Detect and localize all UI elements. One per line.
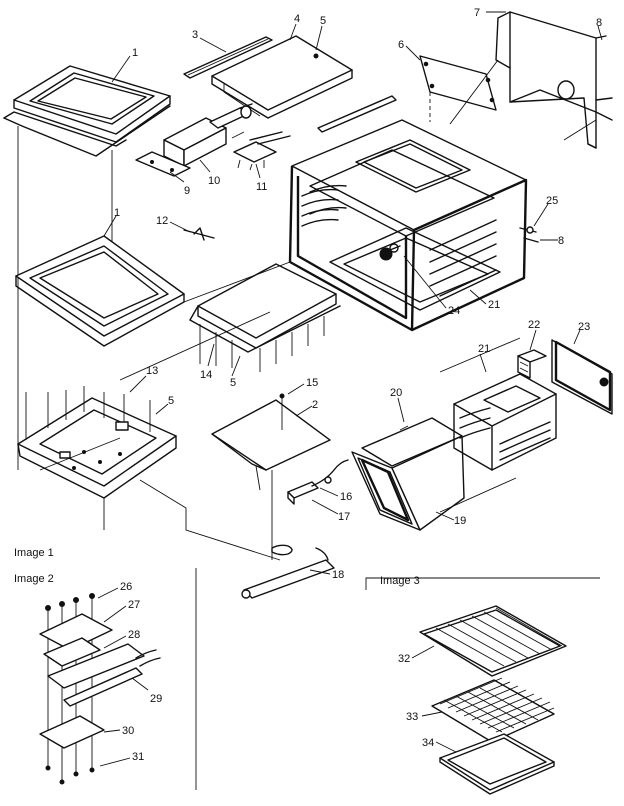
callout-32: 32 xyxy=(398,653,410,665)
trim-strip-3 xyxy=(183,36,273,79)
callout-25: 25 xyxy=(546,195,558,207)
top-cover-1 xyxy=(3,65,171,157)
callout-31: 31 xyxy=(132,751,144,763)
switch-11 xyxy=(233,131,291,171)
callout-7: 7 xyxy=(474,7,480,19)
callout-34: 34 xyxy=(422,737,434,749)
guide-line xyxy=(119,311,271,381)
trim-strip xyxy=(317,95,397,133)
cabinet-top-1 xyxy=(15,235,185,347)
callout-1b: 1 xyxy=(114,207,120,219)
clip-12 xyxy=(183,227,215,241)
callout-33: 33 xyxy=(406,711,418,723)
callout-16: 16 xyxy=(340,491,352,503)
rear-panel-23 xyxy=(551,339,613,415)
callout-5b: 5 xyxy=(230,377,236,389)
leader-lines xyxy=(97,11,603,767)
callout-3: 3 xyxy=(192,29,198,41)
callout-10: 10 xyxy=(208,175,220,187)
callout-24: 24 xyxy=(448,305,460,317)
callout-21: 21 xyxy=(488,299,500,311)
callout-19: 19 xyxy=(454,515,466,527)
fitting-25 xyxy=(519,226,539,243)
callout-4: 4 xyxy=(294,13,300,25)
callout-15: 15 xyxy=(306,377,318,389)
callout-9: 9 xyxy=(184,185,190,197)
igniter-16-17 xyxy=(287,459,349,505)
burner-tube-18 xyxy=(139,479,335,599)
broiler-cavity-21 xyxy=(453,373,557,471)
callout-21b: 21 xyxy=(478,343,490,355)
callout-28: 28 xyxy=(128,629,140,641)
callout-13: 13 xyxy=(146,365,158,377)
image2-burner-assembly xyxy=(39,593,161,785)
callout-5c: 5 xyxy=(168,395,174,407)
callout-26: 26 xyxy=(120,581,132,593)
callout-29: 29 xyxy=(150,693,162,705)
callout-18: 18 xyxy=(332,569,344,581)
image3-accessories xyxy=(365,577,600,795)
guide-line xyxy=(183,261,291,303)
callout-11: 11 xyxy=(256,181,267,193)
broiler-drawer-19-20 xyxy=(351,417,465,531)
heat-shield-22 xyxy=(517,349,547,379)
callout-12: 12 xyxy=(156,215,168,227)
callout-8b: 8 xyxy=(558,235,564,247)
guide-line xyxy=(439,477,517,513)
panel-14 xyxy=(189,263,341,372)
callout-5: 5 xyxy=(320,15,326,27)
base-pan-13 xyxy=(17,386,177,499)
callout-23: 23 xyxy=(578,321,590,333)
callout-27: 27 xyxy=(128,599,140,611)
callout-14: 14 xyxy=(200,369,212,381)
guide-line xyxy=(563,119,597,141)
section-label-image3: Image 3 xyxy=(380,575,420,587)
rear-bracket-6 xyxy=(419,55,497,122)
top-panel-4 xyxy=(211,35,353,119)
rear-panel-8 xyxy=(495,11,613,149)
callout-6: 6 xyxy=(398,39,404,51)
oven-cavity-21 xyxy=(288,119,528,332)
callout-30: 30 xyxy=(122,725,134,737)
section-label-image2: Image 2 xyxy=(14,573,54,585)
callout-20: 20 xyxy=(390,387,402,399)
section-label-image1: Image 1 xyxy=(14,547,54,559)
callout-8: 8 xyxy=(596,17,602,29)
callout-17: 17 xyxy=(338,511,350,523)
guide-line xyxy=(449,59,499,125)
burner-housing-10 xyxy=(163,103,253,167)
callout-1: 1 xyxy=(132,47,138,59)
bracket-9 xyxy=(135,151,191,177)
callout-labels: 1 3 4 5 7 8 6 9 10 11 1 12 25 8 21 24 14… xyxy=(114,7,602,763)
callout-22: 22 xyxy=(528,319,540,331)
callout-2: 2 xyxy=(312,399,318,411)
shield-2 xyxy=(211,393,331,491)
